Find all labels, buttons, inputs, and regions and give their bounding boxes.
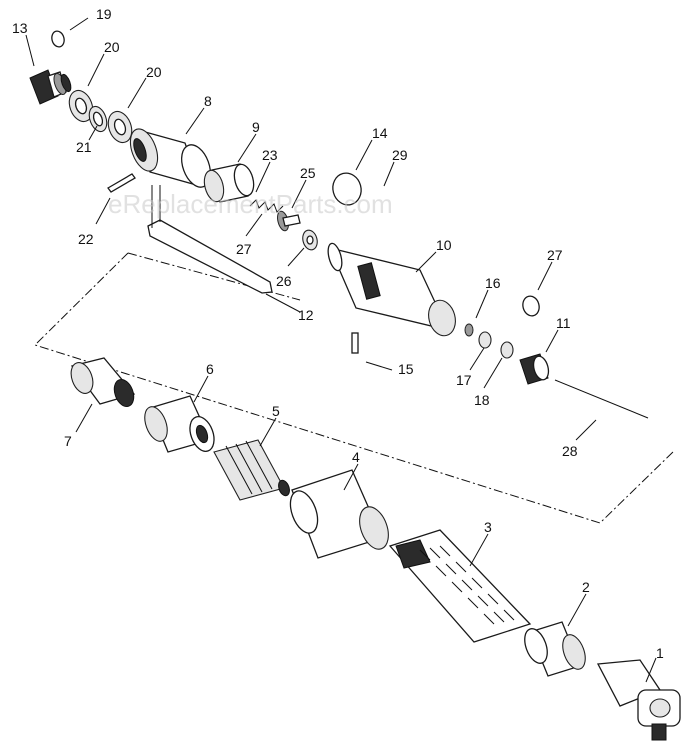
part-10-motor-housing (327, 242, 456, 337)
callout-10: 10 (436, 237, 452, 253)
part-17-washer (478, 331, 492, 349)
part-5-rotor (213, 439, 290, 501)
part-23-spring (249, 199, 284, 213)
part-11-end-plug (519, 353, 550, 385)
callout-16: 16 (485, 275, 501, 291)
part-4-gear-housing (289, 469, 389, 559)
part-9-sleeve (203, 163, 255, 203)
part-16-ring (464, 323, 474, 337)
callout-17: 17 (456, 372, 472, 388)
callout-7: 7 (64, 433, 72, 449)
part-28-rod (554, 379, 649, 419)
leader-lines (25, 17, 657, 683)
callout-12: 12 (298, 307, 314, 323)
part-19-o-ring (51, 30, 65, 48)
callout-20b: 20 (146, 64, 162, 80)
callout-27b: 27 (547, 247, 563, 263)
part-1-angle-head (596, 659, 681, 741)
callout-14: 14 (372, 125, 388, 141)
callout-28: 28 (562, 443, 578, 459)
part-26-seat (302, 229, 318, 251)
callout-26: 26 (276, 273, 292, 289)
callout-8: 8 (204, 93, 212, 109)
callout-9: 9 (252, 119, 260, 135)
callout-13: 13 (12, 20, 28, 36)
part-8-valve-housing (129, 128, 211, 188)
callout-18: 18 (474, 392, 490, 408)
callout-19: 19 (96, 6, 112, 22)
part-22-pin (107, 173, 136, 193)
part-7-end-plate (70, 357, 136, 408)
part-3-grip-sleeve (388, 529, 532, 643)
callout-25: 25 (300, 165, 316, 181)
part-27-o-ring (522, 295, 540, 317)
part-13-inlet-fitting (29, 69, 72, 105)
part-25-valve (277, 210, 301, 232)
callout-5: 5 (272, 403, 280, 419)
part-15-pin (351, 332, 359, 354)
callout-labels: 1319202089212223252726142910271611171812… (12, 6, 664, 661)
part-2-collar (524, 621, 586, 677)
callout-22: 22 (78, 231, 94, 247)
callout-29: 29 (392, 147, 408, 163)
callout-4: 4 (352, 449, 360, 465)
part-6-cylinder (144, 395, 215, 453)
callout-2: 2 (582, 579, 590, 595)
callout-11: 11 (556, 315, 571, 331)
part-18-washer (500, 341, 514, 359)
callout-1: 1 (656, 645, 664, 661)
callout-21: 21 (76, 139, 92, 155)
callout-20a: 20 (104, 39, 120, 55)
part-14-o-ring (332, 172, 362, 206)
callout-23: 23 (262, 147, 278, 163)
part-12-lever-hinge (151, 185, 161, 228)
callout-3: 3 (484, 519, 492, 535)
callout-27a: 27 (236, 241, 252, 257)
part-20-washer-2 (107, 110, 133, 144)
part-12-throttle-lever (147, 219, 273, 294)
assembly-boundary (34, 252, 676, 524)
watermark-text: eReplacementParts.com (108, 189, 393, 219)
part-20-washer (68, 89, 94, 123)
part-21-washer (88, 105, 108, 133)
callout-15: 15 (398, 361, 414, 377)
callout-6: 6 (206, 361, 214, 377)
